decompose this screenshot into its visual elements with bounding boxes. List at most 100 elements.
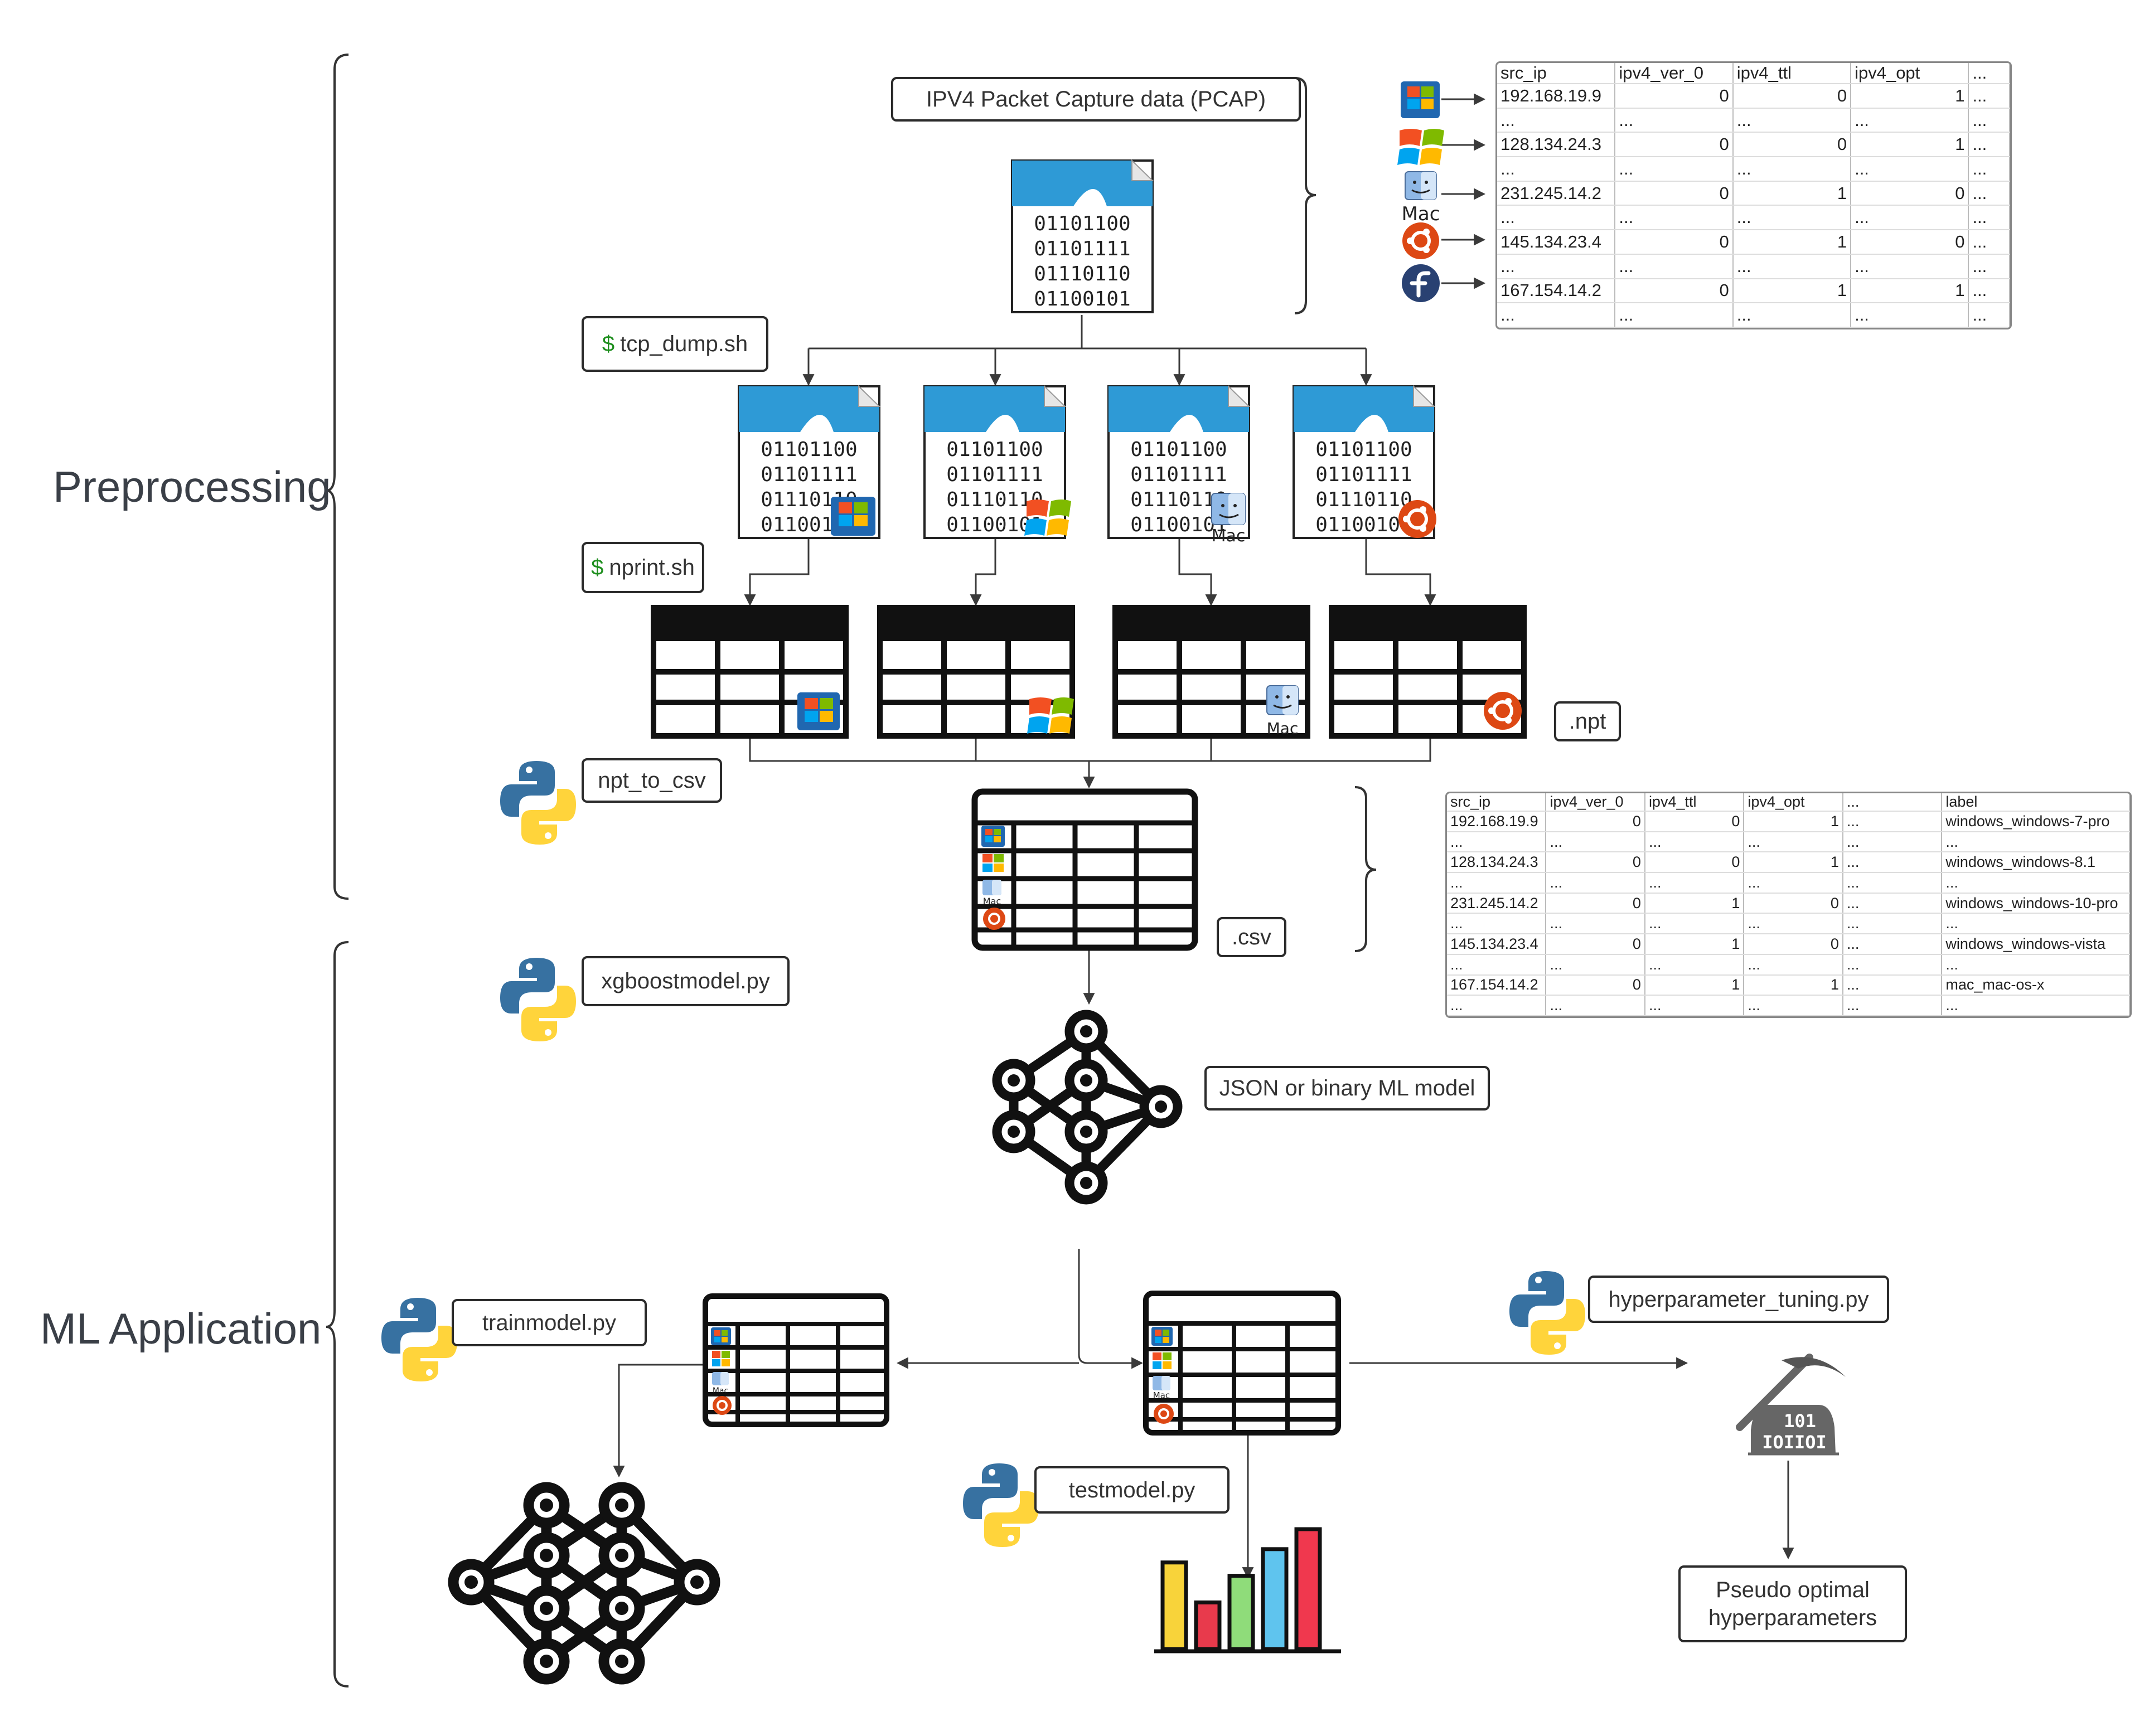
table-cell: 1 bbox=[1851, 278, 1969, 304]
svg-text:01110110: 01110110 bbox=[1130, 488, 1227, 511]
bar-chart-bar bbox=[1261, 1547, 1289, 1651]
svg-text:IOIIOI: IOIIOI bbox=[1762, 1432, 1827, 1453]
table-cell: ... bbox=[1732, 205, 1852, 231]
npt-merge-connector bbox=[749, 736, 1431, 762]
table-cell: ... bbox=[1615, 205, 1734, 231]
csv-table-icon: Mac bbox=[971, 788, 1198, 951]
tcp-dump-script-label: $ tcp_dump.sh bbox=[582, 316, 768, 372]
table-cell: mac_mac-os-x bbox=[1942, 974, 2130, 996]
table-cell: ... bbox=[1968, 254, 2010, 279]
section-title-ml-application: ML Application bbox=[40, 1304, 322, 1353]
windows-flag-icon bbox=[982, 854, 1004, 872]
arrow-train-to-model bbox=[613, 1364, 705, 1478]
ml-model-output-label: JSON or binary ML model bbox=[1204, 1066, 1490, 1111]
arrow-file3-to-npt3 bbox=[1178, 538, 1217, 607]
table-cell: ... bbox=[1546, 995, 1645, 1016]
table-cell: ... bbox=[1447, 913, 1547, 935]
train-table-icon: Mac bbox=[703, 1293, 889, 1427]
table-cell: ... bbox=[1497, 205, 1616, 231]
nprint-script-label: $ nprint.sh bbox=[582, 542, 704, 593]
ubuntu-icon bbox=[1484, 692, 1522, 730]
npt-table-ubuntu bbox=[1329, 605, 1527, 739]
table-row: ............... bbox=[1497, 205, 2010, 231]
table-cell: 167.154.14.2 bbox=[1497, 278, 1616, 304]
table-cell: 1 bbox=[1644, 893, 1745, 914]
svg-text:101: 101 bbox=[1784, 1410, 1816, 1432]
table-cell: 1 bbox=[1851, 84, 1969, 109]
table-cell: 0 bbox=[1851, 181, 1969, 206]
table-cell: ... bbox=[1732, 157, 1852, 182]
labeled-csv-column-header: src_ip bbox=[1447, 793, 1547, 812]
ubuntu-icon bbox=[983, 908, 1005, 930]
bar-chart-bar bbox=[1194, 1600, 1222, 1651]
ml-model-network-icon bbox=[992, 1010, 1183, 1205]
test-table-icon: Mac bbox=[1143, 1291, 1341, 1436]
npt-table-mac: Mac bbox=[1112, 605, 1310, 739]
table-cell: windows_windows-10-pro bbox=[1942, 893, 2130, 914]
nprint-script-name: nprint.sh bbox=[609, 555, 695, 580]
table-row: .................. bbox=[1447, 954, 2130, 976]
npt-to-csv-script-label: npt_to_csv bbox=[582, 758, 722, 803]
pseudo-optimal-line2: hyperparameters bbox=[1708, 1606, 1877, 1630]
csv-brace bbox=[1354, 786, 1377, 952]
labeled-csv-column-header: label bbox=[1942, 793, 2130, 812]
windows7-icon bbox=[1151, 1327, 1173, 1346]
windows-flag-icon bbox=[712, 1351, 730, 1366]
pcap-file-icon: 01101100 01101111 01110110 01100101 bbox=[1011, 159, 1154, 313]
table-cell: ... bbox=[1968, 108, 2010, 133]
table-cell: windows_windows-vista bbox=[1942, 934, 2130, 955]
table-cell: 0 bbox=[1615, 181, 1734, 206]
windows7-icon bbox=[711, 1327, 731, 1345]
preprocessing-brace bbox=[326, 54, 349, 900]
file-icon-mac: 01101100 01101111 01110110 01100101 Mac bbox=[1107, 385, 1251, 546]
table-cell: ... bbox=[1842, 872, 1943, 894]
mac-finder-icon: Mac bbox=[1211, 493, 1246, 546]
windows7-icon bbox=[1401, 81, 1440, 118]
table-cell: ... bbox=[1497, 108, 1616, 133]
svg-text:Mac: Mac bbox=[983, 896, 1001, 906]
table-cell: 1 bbox=[1851, 132, 1969, 158]
table-cell: ... bbox=[1942, 954, 2130, 976]
svg-text:Mac: Mac bbox=[1267, 719, 1299, 738]
packet-feature-column-header: src_ip bbox=[1497, 63, 1616, 84]
table-cell: ... bbox=[1744, 913, 1843, 935]
file-icon-windows7: 01101100 01101111 01110110 01100101 bbox=[738, 385, 881, 539]
table-cell: ... bbox=[1942, 872, 2130, 894]
table-cell: 0 bbox=[1744, 934, 1843, 955]
pseudo-optimal-line1: Pseudo optimal bbox=[1716, 1578, 1870, 1602]
table-cell: ... bbox=[1842, 934, 1943, 955]
table-cell: ... bbox=[1968, 278, 2010, 304]
table-cell: ... bbox=[1968, 230, 2010, 255]
packet-feature-column-header: ipv4_ver_0 bbox=[1615, 63, 1734, 84]
windows7-icon bbox=[797, 692, 840, 730]
svg-text:01100101: 01100101 bbox=[1034, 288, 1130, 311]
table-row: ............... bbox=[1497, 303, 2010, 328]
windows7-icon bbox=[981, 826, 1005, 847]
table-cell: 145.134.23.4 bbox=[1497, 230, 1616, 255]
python-icon bbox=[1509, 1271, 1585, 1355]
table-cell: ... bbox=[1851, 205, 1969, 231]
split-connector bbox=[1078, 1249, 1088, 1364]
table-cell: ... bbox=[1546, 831, 1645, 853]
table-cell: ... bbox=[1942, 831, 2130, 853]
csv-extension-label: .csv bbox=[1217, 917, 1286, 957]
table-row: .................. bbox=[1447, 872, 2130, 894]
ml-application-brace bbox=[326, 941, 349, 1687]
table-cell: 0 bbox=[1615, 278, 1734, 304]
arrow-file4-to-npt4 bbox=[1365, 538, 1436, 607]
tcp-dump-script-name: tcp_dump.sh bbox=[620, 332, 748, 356]
hyperparameter-tuning-script-label: hyperparameter_tuning.py bbox=[1588, 1276, 1889, 1323]
pcap-brace bbox=[1294, 77, 1316, 314]
mac-finder-icon: Mac bbox=[1153, 1376, 1170, 1400]
table-cell: ... bbox=[1615, 303, 1734, 328]
table-cell: ... bbox=[1842, 893, 1943, 914]
table-cell: 0 bbox=[1615, 230, 1734, 255]
